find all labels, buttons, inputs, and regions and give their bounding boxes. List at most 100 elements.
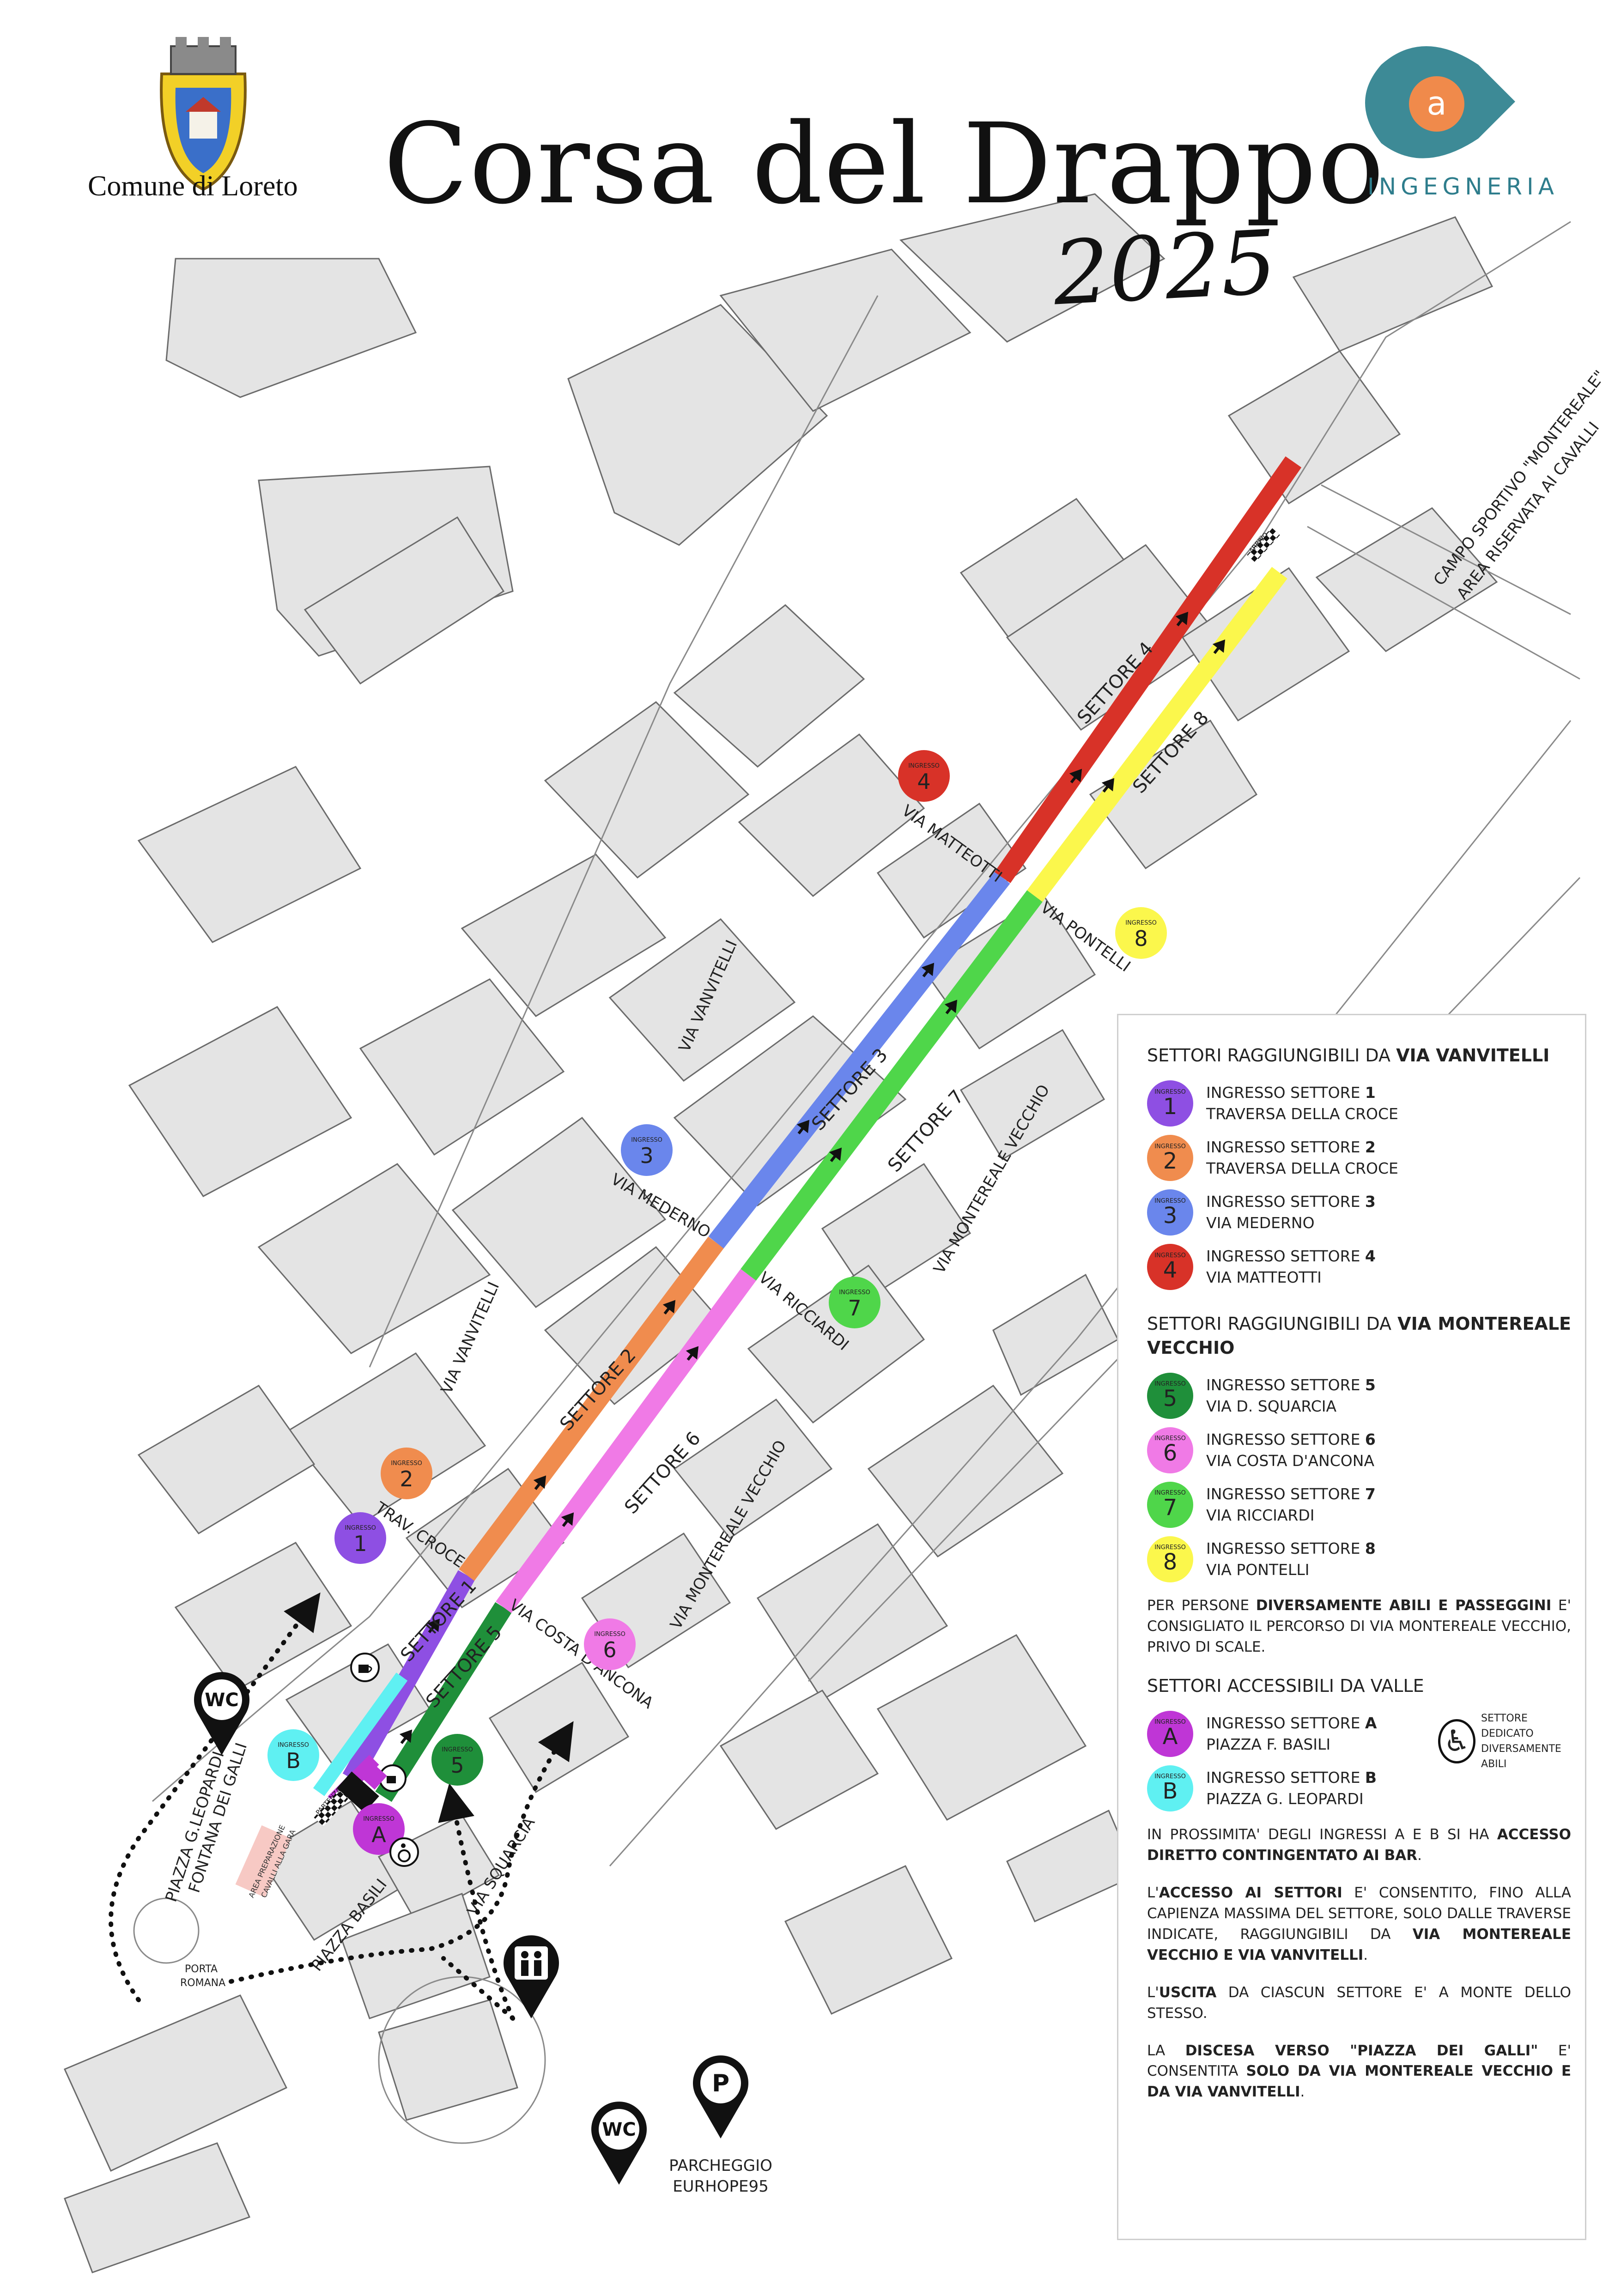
entrance-id: A	[371, 1822, 386, 1847]
fontana-rotonda	[133, 1897, 200, 1964]
porta-romana-1: PORTA	[185, 1963, 218, 1975]
city-block	[1292, 216, 1494, 352]
city-block	[719, 1690, 879, 1830]
legend-entrance-caption: INGRESSO	[1154, 1143, 1186, 1150]
legend-note-discesa: LA DISCESA VERSO "PIAZZA DEI GALLI" E' C…	[1147, 2042, 1572, 2101]
parking-icon	[700, 2063, 741, 2103]
wc-pin-bottom[interactable]: WC	[591, 2102, 647, 2185]
wheelchair-icon: ♿	[1438, 1719, 1476, 1763]
comune-label: Comune di Loreto	[88, 170, 298, 202]
city-block	[673, 1398, 833, 1539]
legend-row-title: INGRESSO SETTORE 8	[1206, 1539, 1376, 1557]
entrance-caption: INGRESSO	[594, 1631, 625, 1638]
entrance-id: 1	[353, 1531, 367, 1556]
city-block	[1181, 567, 1350, 722]
legend-entrance-id: 3	[1163, 1202, 1178, 1229]
legend-row-title: INGRESSO SETTORE B	[1206, 1768, 1377, 1787]
entrance-circle	[381, 1448, 432, 1499]
wc-pin-label: WC	[205, 1690, 238, 1711]
entrance-caption: INGRESSO	[631, 1137, 662, 1144]
street-edge	[609, 720, 1572, 1866]
legend-row-street: VIA PONTELLI	[1206, 1560, 1310, 1579]
race-route	[313, 456, 1302, 1806]
wc-pin-label-2: WC	[602, 2119, 636, 2140]
city-block	[128, 1006, 352, 1197]
entrance-circle	[829, 1277, 880, 1328]
entrance-id: 8	[1134, 926, 1147, 951]
parking-pin[interactable]: P	[693, 2055, 748, 2138]
lift-person-icon	[521, 1951, 528, 1958]
direction-arrow-icon	[1101, 778, 1115, 793]
city-block	[1315, 507, 1498, 652]
parking-label-2: EURHOPE95	[673, 2177, 769, 2196]
route-sector-8	[1027, 567, 1287, 902]
arrivo-strip	[1247, 527, 1280, 563]
bar-cafe-icon	[350, 1653, 380, 1682]
legend-row-street: PIAZZA G. LEOPARDI	[1206, 1790, 1364, 1808]
legend-note-disabili: PER PERSONE DIVERSAMENTE ABILI E PASSEGG…	[1147, 1597, 1571, 1655]
legend-entrance-caption: INGRESSO	[1154, 1544, 1186, 1551]
entrance-caption: INGRESSO	[442, 1746, 473, 1753]
street-edge	[1321, 484, 1571, 615]
entrance-circle	[267, 1729, 319, 1781]
page-year: 2025	[1050, 211, 1279, 325]
entrance-circle	[1115, 907, 1167, 959]
street-edge	[369, 295, 879, 1368]
route-sector-4	[994, 456, 1302, 884]
porta-romana-2: ROMANA	[180, 1977, 225, 1989]
legend-row-title: INGRESSO SETTORE 1	[1206, 1084, 1376, 1102]
route-sector-5	[375, 1602, 512, 1802]
legend-entrance-id: 2	[1163, 1148, 1178, 1174]
legend-row-title: INGRESSO SETTORE 5	[1206, 1375, 1376, 1394]
route-sector-3	[708, 872, 1010, 1248]
legend-row-street: TRAVERSA DELLA CROCE	[1206, 1159, 1398, 1178]
wc-pin-top[interactable]: WC	[194, 1672, 249, 1755]
city-block	[174, 1542, 352, 1691]
lift-pin[interactable]	[504, 1935, 559, 2018]
city-block	[341, 1893, 491, 2019]
dotted-path-lift	[441, 1956, 515, 2021]
ingegneria-logo-icon: a	[1365, 46, 1515, 158]
ingegneria-label: INGEGNERIA	[1367, 173, 1559, 200]
entrance-circle	[898, 750, 950, 802]
city-blocks	[63, 193, 1498, 2273]
entrance-caption: INGRESSO	[363, 1816, 395, 1823]
direction-arrow-icon	[399, 1729, 413, 1745]
disabili-key-line1: SETTORE DEDICATO	[1481, 1713, 1534, 1739]
direction-arrow-icon	[1069, 769, 1082, 784]
legend-heading-vanvitelli: SETTORI RAGGIUNGIBILI DA VIA VANVITELLI	[1147, 1044, 1571, 1067]
legend-heading-bold: VIA MONTEREALE VECCHIO	[1147, 1314, 1571, 1358]
entrance-circle	[621, 1124, 673, 1176]
city-block	[867, 1384, 1064, 1558]
city-block	[137, 766, 362, 943]
legend-heading-bold: VIA VANVITELLI	[1396, 1045, 1550, 1066]
legend-entrance-caption: INGRESSO	[1154, 1197, 1186, 1205]
route-sector-1	[342, 1570, 475, 1783]
dotted-path-basili	[229, 1721, 574, 1984]
city-block	[738, 733, 925, 897]
direction-arrow-icon	[686, 1346, 699, 1361]
direction-arrow-icon	[1212, 639, 1226, 654]
city-block	[1227, 350, 1401, 505]
legend-heading-text: SETTORI RAGGIUNGIBILI DA	[1147, 1314, 1398, 1334]
legend-entrance-caption: INGRESSO	[1154, 1719, 1186, 1726]
route-sector-7	[741, 890, 1043, 1281]
